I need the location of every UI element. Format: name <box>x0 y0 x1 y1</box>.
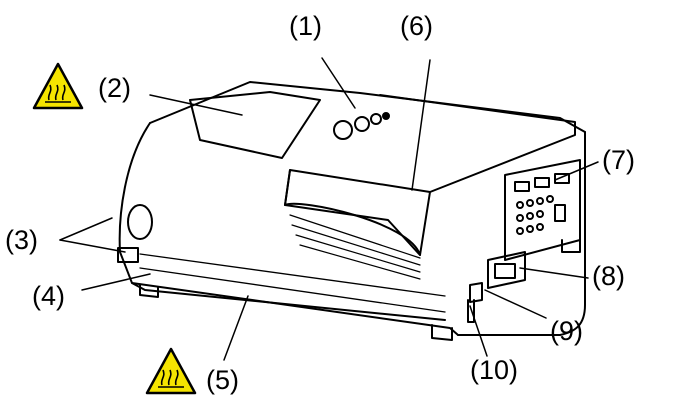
label-5: (5) <box>206 365 239 395</box>
elevator-foot <box>467 299 475 323</box>
ac-inlet <box>487 251 526 289</box>
lens-window <box>127 204 153 240</box>
label-4: (4) <box>32 281 65 311</box>
lamp-cover <box>189 91 321 159</box>
label-1: (1) <box>289 11 322 41</box>
rear-vent-fins <box>289 214 421 280</box>
label-7: (7) <box>602 145 635 175</box>
security-bar <box>469 282 483 303</box>
label-6: (6) <box>400 11 433 41</box>
hot-surface-warning-icon <box>32 62 84 110</box>
label-8: (8) <box>592 261 625 291</box>
projector-body <box>117 81 586 341</box>
foot-rear <box>561 239 581 253</box>
label-9: (9) <box>550 316 583 346</box>
control-panel <box>333 112 390 140</box>
front-vent-grille <box>139 253 446 313</box>
foot-right <box>431 324 453 341</box>
label-2: (2) <box>98 73 131 103</box>
label-3: (3) <box>5 225 38 255</box>
hot-surface-warning-icon <box>145 347 197 395</box>
remote-sensor <box>117 247 139 263</box>
label-10: (10) <box>470 355 519 385</box>
foot-left <box>139 284 159 298</box>
leader-lines <box>59 57 599 361</box>
